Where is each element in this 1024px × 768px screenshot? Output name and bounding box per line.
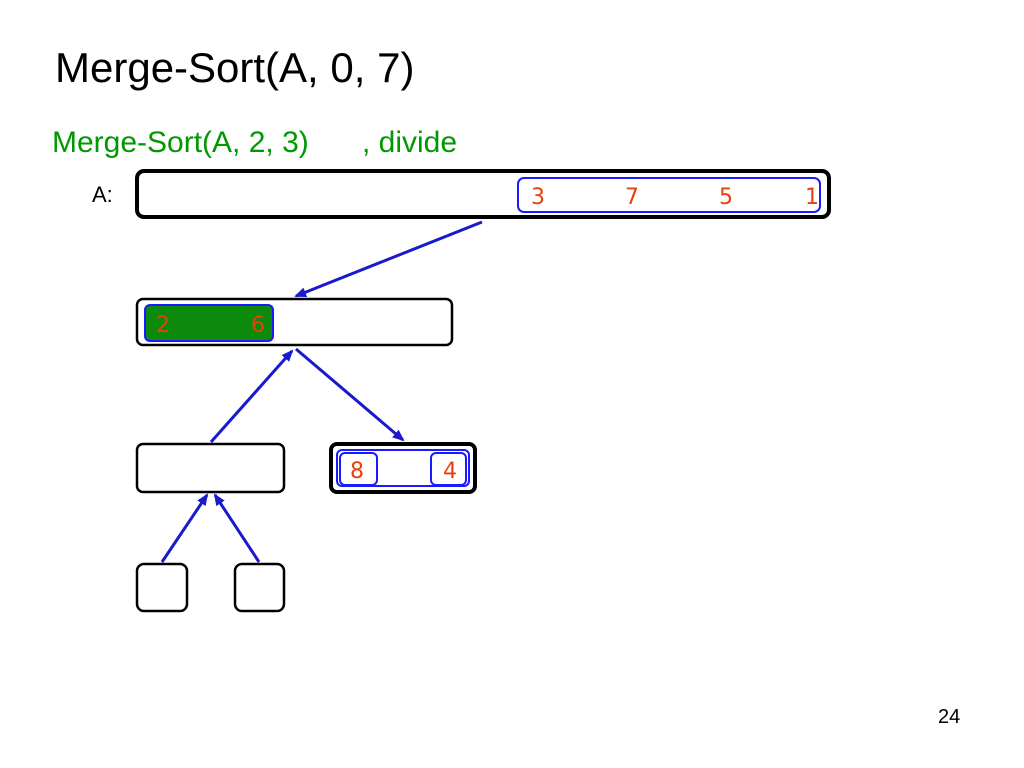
root-value-3: 5 <box>719 185 733 210</box>
level2-right-value-2: 4 <box>443 459 457 484</box>
root-value-1: 3 <box>531 185 545 210</box>
level1-value-2: 6 <box>251 313 265 338</box>
level1-value-1: 2 <box>156 313 170 338</box>
arrow-root-to-level1 <box>294 220 483 298</box>
arrow-level2-left-to-level1 <box>209 349 294 443</box>
array-label: A: <box>92 182 113 207</box>
level2-right-cell-1 <box>339 452 378 486</box>
level2-right-highlight <box>336 449 470 487</box>
root-value-4: 1 <box>805 185 819 210</box>
arrow-level1-to-level2-right <box>295 347 405 442</box>
array-box-leaf-right <box>233 562 286 613</box>
arrow-leaf-right-to-level2 <box>213 493 261 563</box>
level2-right-value-1: 8 <box>350 459 364 484</box>
page-number: 24 <box>938 706 961 728</box>
arrow-leaf-left-to-level2 <box>160 493 209 563</box>
current-call-label: Merge-Sort(A, 2, 3) <box>52 126 309 159</box>
current-step-label: , divide <box>362 126 458 159</box>
array-box-level2-left <box>135 442 286 494</box>
array-box-root <box>135 169 831 219</box>
level2-right-cell-2 <box>430 452 467 486</box>
root-highlight-segment <box>517 177 821 213</box>
active-subarray-segment <box>144 304 274 342</box>
root-value-2: 7 <box>625 185 639 210</box>
slide-title: Merge-Sort(A, 0, 7) <box>55 44 415 91</box>
array-box-leaf-left <box>135 562 189 613</box>
